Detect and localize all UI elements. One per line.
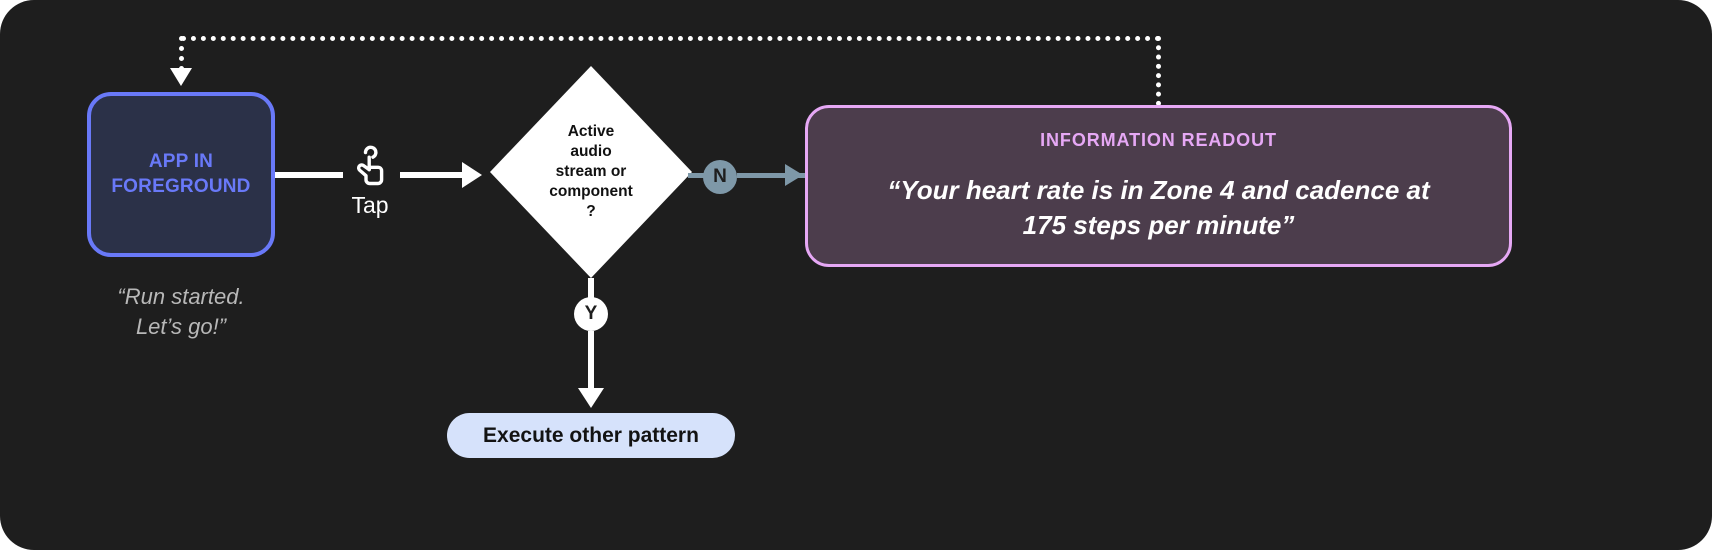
decision-line1: Active xyxy=(567,122,615,140)
app-node-caption: “Run started. Let’s go!” xyxy=(60,282,302,341)
arrowhead-into-execute-icon xyxy=(578,388,604,408)
tap-gesture-group: Tap xyxy=(333,140,407,219)
feedback-loop-vertical-left xyxy=(179,36,184,71)
information-readout-node[interactable]: INFORMATION READOUT “Your heart rate is … xyxy=(805,105,1512,267)
app-in-foreground-node[interactable]: APP IN FOREGROUND xyxy=(87,92,275,257)
tap-gesture-label: Tap xyxy=(351,192,389,218)
feedback-loop-vertical-right xyxy=(1156,36,1161,106)
readout-body-line2: 175 steps per minute” xyxy=(1022,209,1295,240)
connector-decision-to-yes-badge xyxy=(588,278,594,300)
decision-line5: ? xyxy=(586,203,596,221)
information-readout-title: INFORMATION READOUT xyxy=(1040,130,1277,151)
app-label-line1: APP IN xyxy=(148,151,214,173)
feedback-loop-arrowhead-icon xyxy=(170,68,192,86)
decision-line4: component xyxy=(549,183,633,201)
decision-line3: stream or xyxy=(555,162,627,180)
app-label-line2: FOREGROUND xyxy=(111,175,251,197)
arrowhead-into-readout-icon xyxy=(785,164,803,186)
app-caption-line2: Let’s go!” xyxy=(135,313,227,339)
decision-line2: audio xyxy=(570,142,612,160)
arrowhead-into-decision-icon xyxy=(462,162,482,188)
connector-app-to-tap xyxy=(275,172,343,178)
app-caption-line1: “Run started. xyxy=(117,284,245,309)
connector-decision-to-no-badge xyxy=(688,173,706,178)
app-in-foreground-label: APP IN FOREGROUND xyxy=(111,150,250,199)
information-readout-body: “Your heart rate is in Zone 4 and cadenc… xyxy=(887,173,1429,242)
execute-other-pattern-button[interactable]: Execute other pattern xyxy=(447,413,735,458)
decision-diamond-label: Active audio stream or component ? xyxy=(490,66,692,278)
branch-badge-yes: Y xyxy=(574,297,608,331)
branch-badge-no: N xyxy=(703,160,737,194)
readout-body-line1: “Your heart rate is in Zone 4 and cadenc… xyxy=(887,175,1430,206)
tap-gesture-icon xyxy=(356,145,384,186)
connector-tap-to-decision xyxy=(400,172,462,178)
connector-yes-to-execute xyxy=(588,331,594,393)
decision-diamond-node[interactable]: Active audio stream or component ? xyxy=(490,66,692,278)
connector-no-to-readout xyxy=(737,173,807,178)
feedback-loop-horizontal xyxy=(181,36,1161,41)
